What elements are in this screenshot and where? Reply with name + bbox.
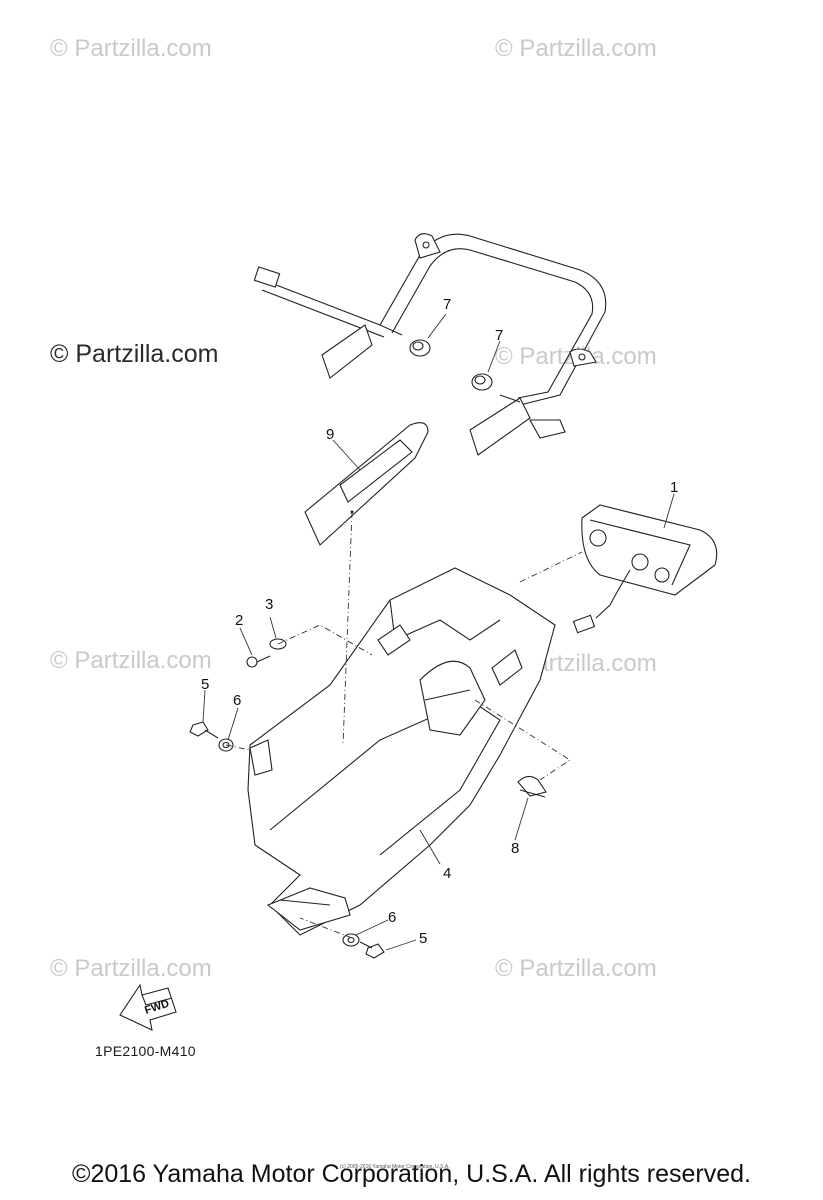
reference-code: 1PE2100-M410	[95, 1043, 196, 1059]
callout-1: 1	[670, 479, 678, 496]
grommet-part-7	[409, 339, 493, 391]
callout-4: 4	[443, 865, 451, 882]
callout-leaders	[202, 313, 675, 951]
copyright-notice: ©2016 Yamaha Motor Corporation, U.S.A. A…	[72, 1160, 751, 1188]
fwd-arrow-icon: FWD	[119, 983, 177, 1031]
callout-3: 3	[265, 596, 273, 613]
tail-light-part-1	[572, 504, 718, 634]
decal-part-9	[304, 422, 429, 546]
watermark: © Partzilla.com	[495, 955, 657, 982]
callout-7-left: 7	[443, 296, 451, 313]
callout-6-upper: 6	[233, 692, 241, 709]
bolt-part-5-lower	[359, 941, 385, 959]
callout-2: 2	[235, 612, 243, 629]
grab-bar	[253, 233, 607, 456]
callout-7-right: 7	[495, 327, 503, 344]
clamp-part-8	[517, 775, 547, 798]
watermark: © Partzilla.com	[50, 647, 212, 674]
rear-fender-part-4	[247, 567, 556, 936]
callout-6-lower: 6	[388, 909, 396, 926]
watermark: © Partzilla.com	[495, 35, 657, 62]
bolt-part-5-upper	[189, 721, 219, 739]
assembly-guide-lines	[225, 511, 583, 939]
callout-9: 9	[326, 426, 334, 443]
bolt-part-2	[246, 655, 271, 668]
watermark: © Partzilla.com	[50, 340, 219, 368]
callout-8: 8	[511, 840, 519, 857]
callout-5-upper: 5	[201, 676, 209, 693]
fine-print: (c) 2005-2016 Yamaha Motor Corporation, …	[340, 1164, 450, 1170]
watermark: © Partzilla.com	[50, 35, 212, 62]
collar-part-6-lower	[342, 933, 360, 947]
watermark: © Partzilla.com	[50, 955, 212, 982]
callout-5-lower: 5	[419, 930, 427, 947]
